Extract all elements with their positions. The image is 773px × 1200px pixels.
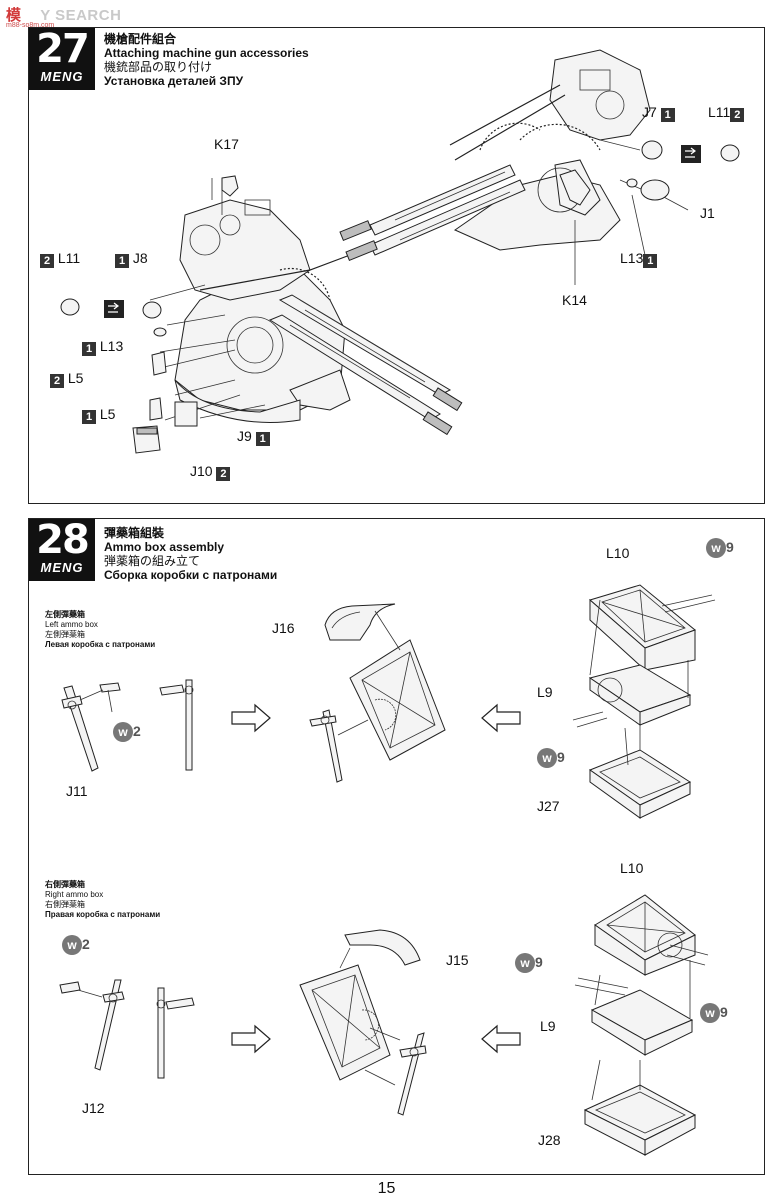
page-number: 15	[377, 1180, 396, 1197]
label-j8: 1 J8	[115, 250, 148, 268]
label-k17: K17	[214, 136, 239, 152]
label-k14: K14	[562, 292, 587, 308]
meng-logo: MENG	[40, 560, 84, 575]
j12-handle-illustration	[59, 979, 125, 1071]
j12-assembled-illustration	[156, 987, 195, 1079]
l10-l9-j28-stack-right	[574, 894, 709, 1156]
label-j27: J27	[537, 798, 560, 814]
label-j15: J15	[446, 952, 469, 968]
l10-l9-j27-stack-left	[572, 584, 716, 819]
watermark-url: m88-so8m.com	[6, 22, 55, 29]
step-28-titles: 彈藥箱組裝 Ammo box assembly 弾薬箱の組み立て Сборка …	[104, 526, 277, 582]
label-l11-left: 2 L11	[40, 250, 80, 268]
step-27-badge: 27 MENG	[29, 28, 95, 90]
step-28-number: 28	[36, 517, 90, 563]
step-28-title-en: Ammo box assembly	[104, 540, 225, 554]
label-j16: J16	[272, 620, 295, 636]
j11-assembled-illustration	[159, 679, 194, 771]
label-j7: J7 1	[642, 104, 675, 122]
step-28-title-ru: Сборка коробки с патронами	[104, 568, 278, 582]
step-27-titles: 機槍配件組合 Attaching machine gun accessories…	[104, 32, 309, 88]
left-leader-lines	[149, 178, 266, 421]
label-j28: J28	[538, 1132, 561, 1148]
label-j1: J1	[700, 205, 715, 221]
j16-box-illustration	[309, 603, 446, 783]
assembly-arrow-4	[481, 1024, 521, 1054]
direction-icon-right	[681, 145, 701, 163]
step-27-title-zh: 機槍配件組合	[104, 32, 177, 46]
label-l5-top: 2 L5	[50, 370, 83, 388]
label-j9: J9 1	[237, 428, 270, 446]
j11-handle-illustration	[61, 682, 121, 772]
label-l10-left: L10	[606, 545, 630, 561]
assembly-arrow-1	[231, 703, 271, 733]
step-28-badge: 28 MENG	[29, 519, 95, 581]
assembly-arrow-2	[481, 703, 521, 733]
label-j12: J12	[82, 1100, 105, 1116]
step-27-title-jp: 機銃部品の取り付け	[104, 60, 213, 74]
step-27-title-ru: Установка деталей ЗПУ	[104, 74, 244, 88]
label-l9-left: L9	[537, 684, 553, 700]
label-l5-bottom: 1 L5	[82, 406, 115, 424]
label-l9-right: L9	[540, 1018, 556, 1034]
left-gun-mount-illustration	[174, 199, 463, 436]
label-j10: J10 2	[190, 463, 231, 481]
left-ammo-box-caption: 左側彈藥箱 Left ammo box 左側弾薬箱 Левая коробка …	[45, 610, 156, 649]
j15-box-illustration	[299, 929, 427, 1116]
direction-icon-left	[104, 300, 124, 318]
step-27-number: 27	[36, 26, 90, 72]
meng-logo: MENG	[40, 69, 84, 84]
step-28-title-jp: 弾薬箱の組み立て	[104, 554, 201, 568]
label-l13-left: 1 L13	[82, 338, 123, 356]
left-small-parts	[60, 175, 239, 454]
right-small-parts	[559, 140, 740, 206]
label-j11: J11	[66, 783, 88, 799]
right-ammo-box-caption: 右側彈藥箱 Right ammo box 右側弾薬箱 Правая коробк…	[45, 880, 161, 919]
step-27-title-en: Attaching machine gun accessories	[104, 46, 309, 60]
assembly-arrow-3	[231, 1024, 271, 1054]
label-l10-right: L10	[620, 860, 644, 876]
step-28-title-zh: 彈藥箱組裝	[104, 526, 165, 540]
watermark: 模 Y SEARCH	[6, 7, 122, 24]
